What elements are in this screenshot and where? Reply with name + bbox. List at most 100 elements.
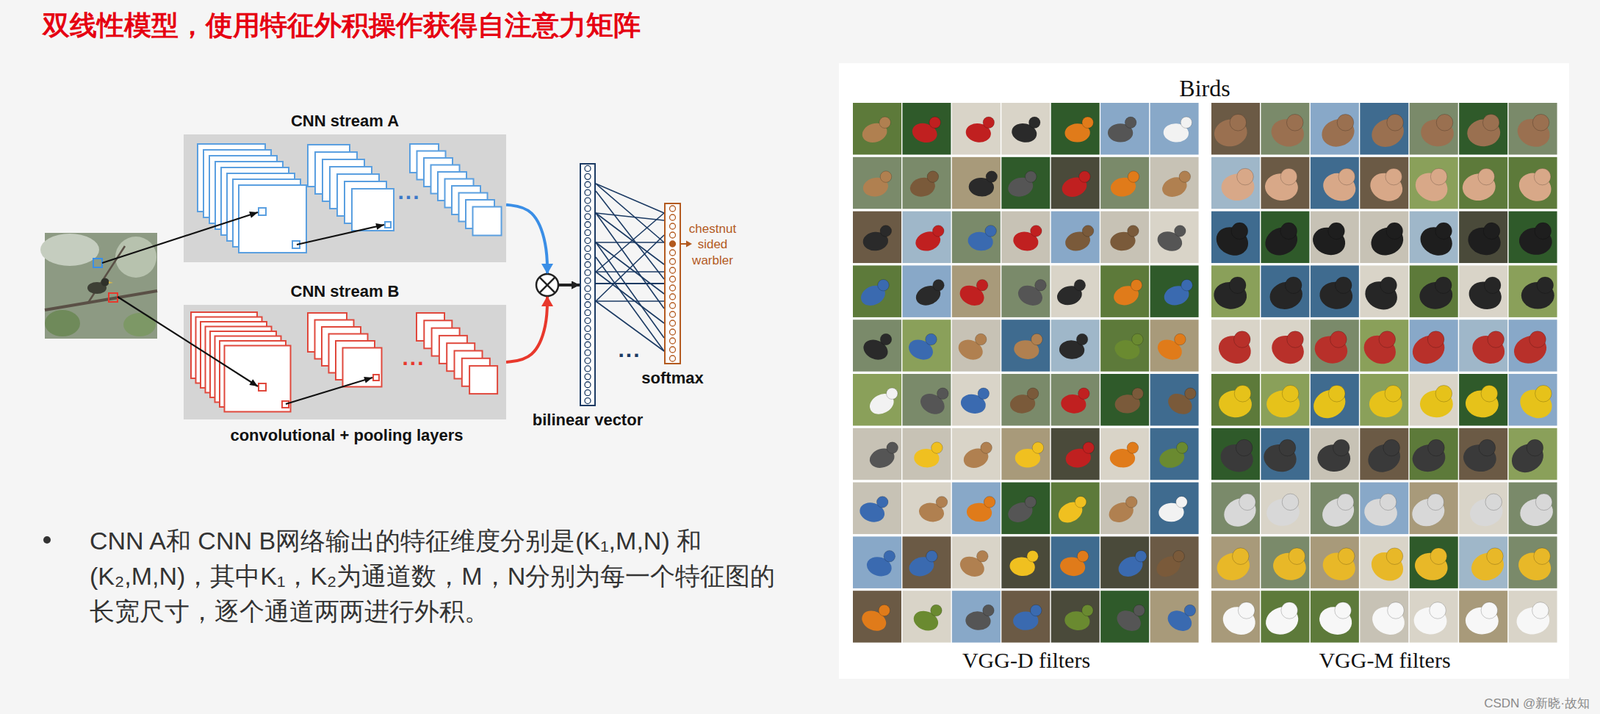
thumb-bird-head (1532, 602, 1550, 620)
thumb-ground (1211, 211, 1260, 264)
bird-thumbnail (1150, 590, 1199, 643)
thumb-ground (1310, 590, 1360, 643)
bird-thumbnail (1001, 590, 1050, 643)
thumb-ground (1508, 265, 1558, 318)
title-box: 双线性模型，使用特征外积操作获得自注意力矩阵 (42, 8, 641, 43)
bird-thumbnail (1211, 536, 1260, 589)
bird-thumbnail (1508, 157, 1558, 209)
neuron (669, 223, 676, 230)
bird-thumbnail (1100, 482, 1149, 535)
bird-thumbnail (1001, 428, 1050, 481)
bullet-text-box: CNN A和 CNN B网络输出的特征维度分别是(K₁,M,N) 和(K₂,M,… (89, 523, 777, 629)
thumb-bird (1359, 330, 1401, 370)
bird-thumbnail (1150, 319, 1199, 372)
feature-map (469, 365, 498, 394)
thumb-ground (1508, 373, 1558, 427)
bird-thumbnail (1051, 428, 1100, 481)
bird-thumbnail (1458, 157, 1508, 209)
thumb-bird-head (1024, 171, 1037, 183)
fc-line (595, 235, 665, 302)
thumb-ground (1001, 319, 1050, 372)
thumb-ground (1100, 428, 1149, 481)
thumb-bird-head (932, 279, 945, 291)
bird-thumbnail (852, 482, 902, 535)
bird-thumbnail (1001, 536, 1050, 589)
bird-thumbnail (1150, 265, 1199, 318)
bird-thumbnail (1260, 373, 1310, 427)
bird-thumbnail (1409, 428, 1459, 481)
thumb-bird-head (1427, 493, 1445, 511)
thumb-bird-head (929, 116, 942, 129)
thumb-bird-head (1430, 168, 1448, 186)
figure-panel (838, 63, 1570, 679)
bird-thumbnail (1458, 373, 1508, 427)
thumb-ground (852, 536, 902, 589)
thumb-bird-head (1176, 442, 1188, 454)
thumb-ground (1260, 428, 1310, 481)
thumb-bird-head (1480, 602, 1498, 620)
neuron (584, 357, 591, 364)
thumb-ground (1310, 428, 1360, 481)
thumb-ground (1508, 536, 1558, 589)
bird-thumbnail (1260, 157, 1310, 209)
bird-thumbnail (1407, 319, 1458, 372)
neuron (669, 214, 676, 221)
thumb-ground (1051, 373, 1100, 427)
thumb-bird-head (1478, 168, 1495, 186)
thumb-bird-head (1281, 602, 1299, 620)
bird-thumbnail (1260, 482, 1310, 535)
thumb-ground (952, 590, 1001, 643)
thumb-ground (1359, 536, 1409, 589)
bird-thumbnail (902, 157, 951, 209)
thumb-bird-head (1124, 116, 1137, 129)
bird-thumbnail (1001, 319, 1050, 372)
thumb-ground (1051, 590, 1100, 643)
thumb-bird-head (877, 279, 890, 291)
thumb-ground (1211, 157, 1260, 209)
thumb-ground (952, 373, 1001, 427)
thumb-bird-head (1328, 222, 1346, 240)
thumb-ground (1260, 319, 1310, 372)
thumb-ground (1150, 319, 1199, 372)
neuron (584, 245, 591, 252)
neuron (669, 311, 676, 318)
thumb-bird-head (1435, 385, 1453, 403)
stream-arrowhead (541, 296, 554, 307)
thumb-ground (1100, 211, 1149, 264)
thumb-bird-head (980, 442, 993, 454)
thumb-ground (1150, 102, 1199, 156)
thumb-bird-head (1082, 225, 1094, 238)
thumb-bird-head (886, 387, 899, 400)
thumb-ground (1001, 373, 1050, 427)
thumb-bird-head (974, 333, 987, 346)
bird-thumbnail (1409, 265, 1459, 318)
neuron (584, 365, 591, 372)
thumb-ground (852, 428, 902, 481)
thumb-bird-head (1281, 385, 1299, 403)
thumb-bird (1214, 331, 1255, 369)
bird-thumbnail (1508, 482, 1558, 535)
thumb-bird-head (1335, 276, 1353, 294)
thumb-ground (1508, 319, 1558, 372)
patch-marker (93, 258, 103, 268)
thumb-bird-head (1032, 442, 1044, 454)
bird-thumbnail (1508, 102, 1558, 156)
photo-bird-beak (108, 281, 114, 284)
thumb-ground (1051, 265, 1100, 318)
thumb-bird-head (1430, 548, 1448, 565)
thumb-ground (1508, 590, 1558, 643)
bird-thumbnail (902, 265, 951, 318)
thumb-bird-head (1387, 602, 1405, 620)
thumb-bird-head (1533, 168, 1551, 186)
thumb-bird-head (1125, 496, 1138, 509)
thumb-bird (1367, 222, 1408, 261)
thumb-ground (1310, 265, 1360, 318)
mapping-arrowhead (375, 223, 385, 230)
thumb-bird (1506, 438, 1549, 479)
fc-line (595, 300, 665, 302)
thumb-bird-head (880, 225, 892, 238)
thumb-ground (1409, 590, 1459, 643)
bird-thumbnail (1100, 211, 1149, 264)
neuron (669, 302, 676, 309)
thumb-bird-head (1478, 439, 1496, 457)
